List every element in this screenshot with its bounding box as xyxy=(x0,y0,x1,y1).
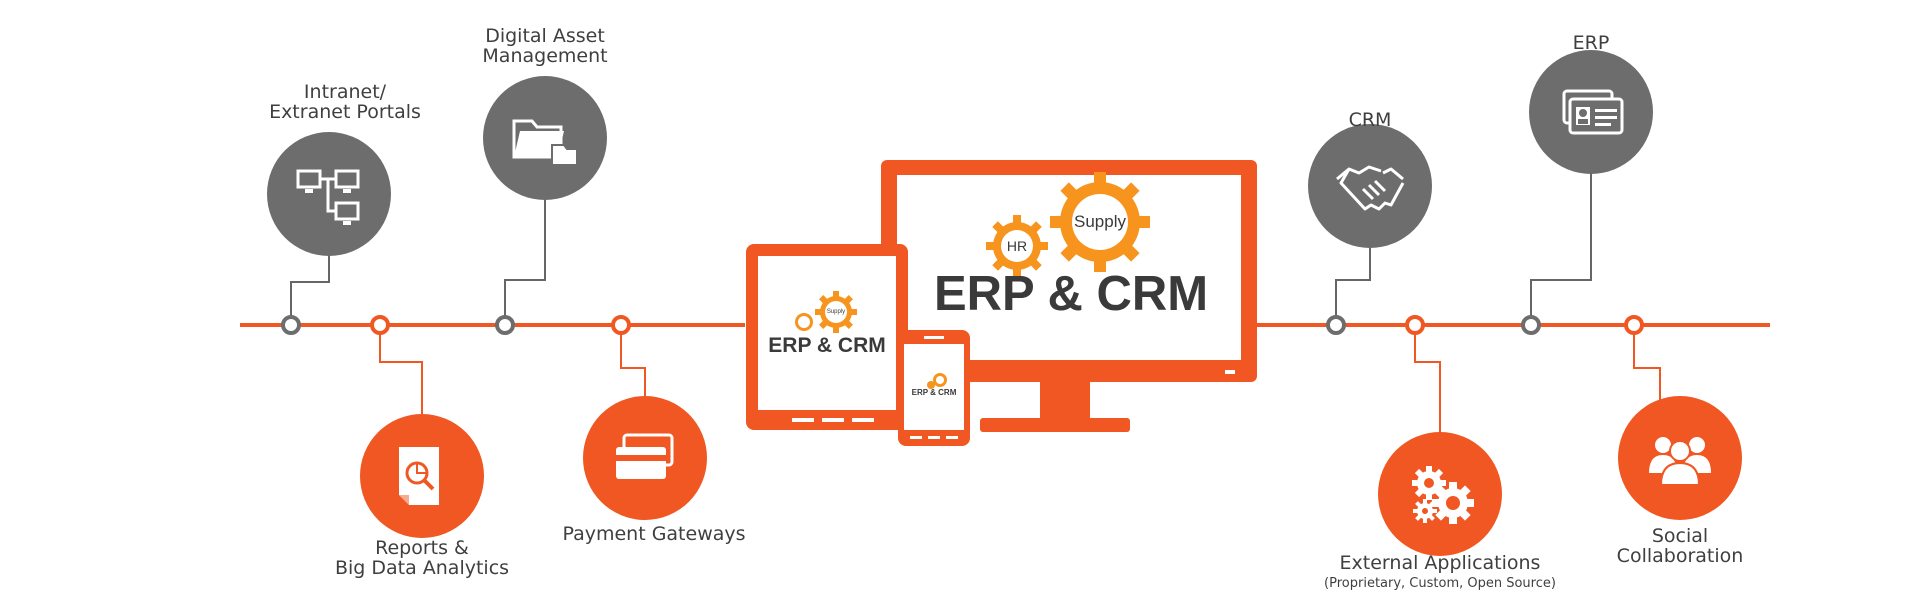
external-sublabel: (Proprietary, Custom, Open Source) xyxy=(1324,576,1556,591)
intranet-label: Intranet/Extranet Portals xyxy=(269,81,421,123)
monitor-title: ERP & CRM xyxy=(933,267,1209,321)
phone-title: ERP & CRM xyxy=(911,388,957,397)
network-computers-icon xyxy=(296,169,360,225)
tablet-gear-label: Supply xyxy=(826,309,846,315)
reports-node xyxy=(360,414,484,538)
gray-connectors xyxy=(290,162,1592,318)
erp-node xyxy=(1529,50,1653,174)
phone-illustration xyxy=(898,330,970,446)
erp-label: ERP xyxy=(1572,32,1610,54)
dam-node xyxy=(483,76,607,200)
orange-connectors xyxy=(379,332,1661,445)
report-magnifier-icon xyxy=(399,447,439,505)
crm-label: CRM xyxy=(1348,109,1392,131)
people-group-icon xyxy=(1649,437,1711,486)
social-node xyxy=(1618,396,1742,520)
tablet-illustration xyxy=(746,244,908,430)
hr-gear-icon xyxy=(986,215,1048,277)
id-card-icon xyxy=(1562,89,1624,135)
junction-rings xyxy=(281,315,1644,335)
reports-label: Reports &Big Data Analytics xyxy=(334,537,510,579)
external-node xyxy=(1378,432,1502,556)
payment-node xyxy=(583,396,707,520)
supply-gear-label: Supply xyxy=(1074,212,1126,231)
tablet-title: ERP & CRM xyxy=(768,334,886,357)
gears-icon xyxy=(1412,466,1474,524)
folders-icon xyxy=(512,119,578,166)
supply-gear-icon xyxy=(1050,172,1150,272)
external-label: External Applications xyxy=(1339,552,1541,574)
payment-label: Payment Gateways xyxy=(562,523,746,545)
monitor-illustration xyxy=(881,160,1257,432)
handshake-icon xyxy=(1336,165,1405,211)
credit-cards-icon xyxy=(616,433,674,479)
crm-node xyxy=(1308,124,1432,248)
intranet-node xyxy=(267,132,391,256)
hr-gear-label: HR xyxy=(1006,238,1028,254)
